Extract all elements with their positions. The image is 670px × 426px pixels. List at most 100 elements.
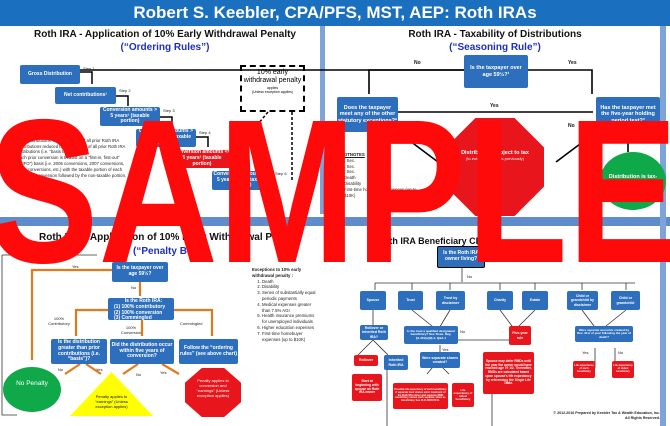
step-conversion-nontaxable: Conversion amounts > 5 years² (non-taxab…	[136, 129, 196, 147]
label-yes: Yes	[160, 370, 167, 375]
label-yes: Yes	[490, 103, 499, 109]
step-net-contributions: Net contributions¹	[55, 87, 116, 104]
tax-free-circle: Distribution is tax-free	[600, 152, 666, 210]
beneficiary-type-box: Trust by disclaimer	[436, 291, 465, 310]
footnote: IRC Sec.	[338, 157, 356, 163]
exceptions-question-box: Does the taxpayer meet any of the other …	[337, 97, 398, 132]
penalty-main: 10% early withdrawal penalty	[243, 69, 302, 85]
stop-text: Distribution subject to tax	[461, 150, 529, 156]
bullet: Death	[344, 175, 356, 181]
right-edge-bar	[660, 26, 666, 426]
seasoning-title: Roth IRA - Taxability of Distributions	[408, 29, 582, 40]
exception-item: Disability	[262, 284, 318, 290]
label-yes: Yes	[96, 367, 103, 372]
footnotes-title: FOOTNOTES:	[7, 132, 36, 137]
step-label: Step 2	[119, 88, 131, 93]
exception-item: Series of substantially equal periodic p…	[262, 290, 318, 302]
stop-detail: (to extent of amounts previously)	[465, 156, 525, 161]
penalty-age-question: Is the taxpayer over age 59½?	[112, 262, 168, 282]
roth-type-question: Is the Roth IRA: (1) 100% contributory (…	[108, 298, 174, 322]
step-conversion-recent-nontaxable: Conversion amounts <= 5 years² (non-taxa…	[212, 170, 272, 190]
label-no: No	[618, 350, 624, 355]
beneficiary-type-box: Spouse	[360, 291, 386, 310]
copyright-text: © 2012-2016 Prepared by Keebler Tax & We…	[553, 411, 660, 415]
label-yes: Yes	[582, 350, 589, 355]
life-expectancy-oldest: Life expectancy of oldest beneficiary	[452, 383, 474, 407]
label-no: No	[414, 60, 421, 66]
penalty-small: applies	[266, 85, 279, 90]
separate-accounts-question: Were separate accounts created by Dec. 3…	[575, 326, 633, 342]
exception-item: Higher education expenses	[262, 325, 318, 331]
footnote: IRC Sec.	[338, 163, 356, 169]
beneficiary-type-box: Child or grandchild by disclaimer	[567, 291, 598, 310]
label-no: No	[418, 130, 425, 136]
bullet: Disability	[344, 180, 362, 186]
beneficiary-title: Roth IRA Beneficiary Chart	[377, 236, 493, 246]
q-title: Is the Roth IRA:	[124, 298, 163, 304]
trust-qualified-question: Is the trust a qualified designated bene…	[404, 326, 458, 344]
step-label: Step 4	[199, 130, 211, 135]
beneficiary-type-box: Child or grandchild	[611, 291, 640, 310]
step-label: Step 3	[163, 108, 175, 113]
footnotes-title: FOOTNOTES	[338, 152, 365, 157]
seasoning-footnotes: FOOTNOTES IRC Sec. IRC Sec. IRC Sec. Dea…	[338, 152, 418, 198]
label-no: No	[568, 123, 575, 129]
step-conversion-taxable: Conversion amounts > 5 years² (taxable p…	[100, 107, 160, 126]
rollover-result: Rollover	[354, 355, 378, 366]
label-yes: Yes	[72, 264, 79, 269]
footnote: Each prior conversion is treated on a “f…	[17, 155, 130, 178]
footnote: “Net contributions” is: (a) the sum of a…	[17, 138, 130, 155]
exception-item: Health insurance premiums for unemployed…	[262, 313, 318, 325]
age-question-box: Is the taxpayer over age 59½?¹	[464, 55, 528, 88]
ordering-subtitle: (“Ordering Rules”)	[120, 42, 210, 53]
exception-item: Medical expenses greater than 7.5% AGI	[262, 302, 318, 314]
watermark-text: SAMPLE	[0, 77, 670, 306]
label-yes: Yes	[568, 60, 577, 66]
ordering-rules-box: Follow the “ordering rules” (see above c…	[179, 339, 238, 364]
seasoning-subtitle: (“Seasoning Rule”)	[449, 42, 541, 53]
option: (3) Commingled	[114, 315, 152, 322]
bullet: First-time homebuyer expenses (up to $10…	[344, 186, 417, 198]
basis-question: Is the distribution greater than prior c…	[51, 339, 107, 364]
stop-sign-taxable: Distribution subject to tax (to extent o…	[446, 118, 544, 216]
rollover-question: Rollover or inherited Roth IRA?	[360, 325, 388, 340]
owner-living-question: Is the Roth IRA owner living?	[437, 246, 485, 268]
label-conversion: 100% Conversion	[120, 325, 142, 336]
label-no: No	[58, 367, 64, 372]
label-no: No	[131, 285, 137, 290]
label-commingled: Commingled	[180, 321, 203, 326]
conversion-penalty-octagon: Penalty applies to conversion and “earni…	[185, 368, 241, 417]
option: (1) 100% contributory	[114, 303, 166, 310]
step-label: Step 1	[83, 66, 95, 71]
label-no: No	[460, 329, 466, 334]
spouse-defer-rmds: Spouse may defer RMDs until the year the…	[483, 352, 534, 394]
possible-life-expectancy: Possible life expectancy of each benefic…	[393, 383, 448, 409]
exceptions-title: Exceptions to 10% early withdrawal penal…	[252, 267, 302, 278]
beneficiary-type-box: Trust	[398, 291, 423, 310]
five-year-rule: Five-year rule	[509, 326, 531, 345]
label-yes: Yes	[442, 347, 449, 352]
step-gross-distribution: Gross Distribution	[20, 65, 80, 84]
copyright: © 2012-2016 Prepared by Keebler Tax & We…	[500, 411, 660, 421]
inherited-roth: Inherited Roth IRA	[384, 355, 408, 370]
beneficiary-type-box: Charity	[487, 291, 513, 310]
step-label: Step 5	[235, 151, 247, 156]
life-expectancy-oldest: Life expectancy of oldest beneficiary	[612, 361, 634, 378]
horizontal-divider	[0, 217, 670, 226]
start-with-spouse: Start at beginning with spouse as Roth I…	[352, 374, 382, 401]
life-expectancy-each: Life expectancy of each beneficiary	[573, 361, 595, 378]
penalty-note: (Unless exception applies)	[251, 89, 294, 94]
step-label: Step 6	[275, 171, 287, 176]
penalty-applies-box: 10% early withdrawal penalty applies (Un…	[240, 65, 305, 112]
separate-shares-question: Were separate shares created?	[420, 352, 460, 368]
exception-item: First-time homebuyer expenses (up to $10…	[262, 331, 318, 343]
option: (2) 100% conversion	[114, 309, 163, 316]
ordering-title: Roth IRA - Application of 10% Early With…	[34, 29, 296, 40]
ordering-footnotes: FOOTNOTES: “Net contributions” is: (a) t…	[7, 132, 130, 178]
penalty-subtitle: (“Penalty Box”)	[133, 246, 207, 257]
label-no: No	[136, 372, 142, 377]
rights-text: All Rights Reserved.	[625, 416, 660, 421]
beneficiary-type-box: Estate	[522, 291, 548, 310]
